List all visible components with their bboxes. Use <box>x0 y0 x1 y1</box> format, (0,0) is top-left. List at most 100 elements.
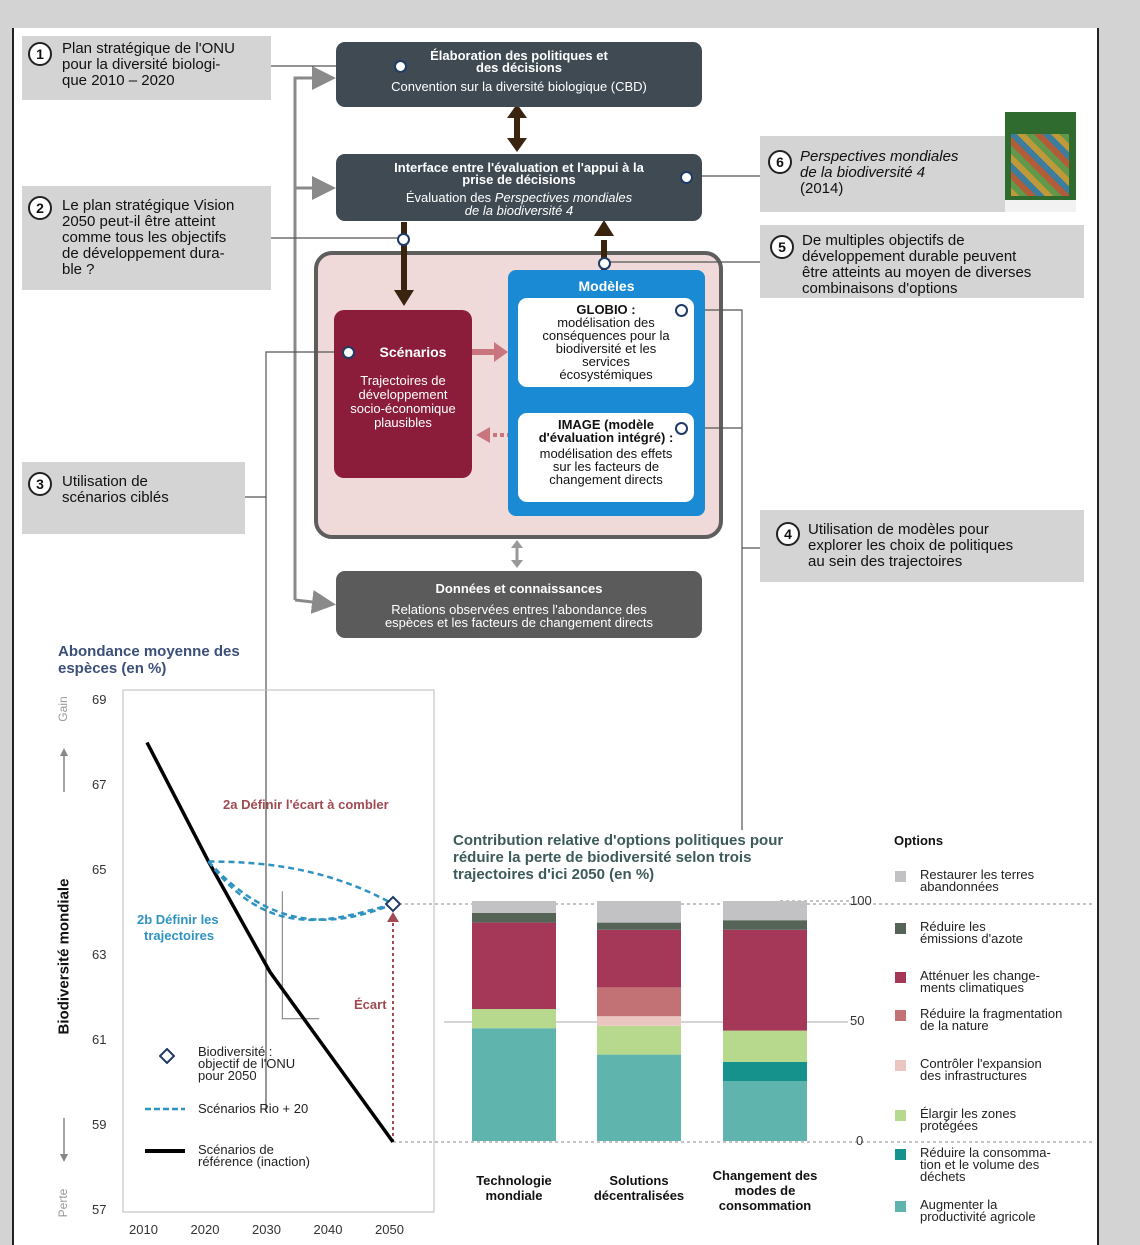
y-tick-label: 67 <box>92 777 107 792</box>
connector-dot <box>394 60 407 73</box>
interface-subtitle-italic: Perspectives mondiales <box>494 190 633 205</box>
bar-category-text: mondiale <box>485 1188 543 1203</box>
gap-arrow-head <box>387 912 399 922</box>
image-model-box: IMAGE (modèle d'évaluation intégré) : mo… <box>518 413 694 502</box>
legend-text: abandonnées <box>920 879 999 894</box>
bar-segment <box>723 920 807 930</box>
legend-item: Réduire la consomma-tion et le volume de… <box>920 1145 1051 1183</box>
connector-dot <box>675 304 688 317</box>
callout-4: 4 Utilisation de modèles pour explorer l… <box>760 510 1084 582</box>
x-tick-label: 2050 <box>375 1222 404 1237</box>
x-tick-label: 2010 <box>129 1222 158 1237</box>
bar-y-tick-label: 50 <box>850 1013 865 1028</box>
bar-segment <box>723 1081 807 1141</box>
legend-text: Biodiversité : <box>198 1044 273 1059</box>
legend-text: Augmenter la <box>920 1197 998 1212</box>
bar-category-text: Technologie <box>476 1173 552 1188</box>
bar-category-text: Solutions <box>609 1173 669 1188</box>
legend-text: productivité agricole <box>920 1209 1036 1224</box>
bar-category-text: modes de <box>734 1183 796 1198</box>
connector-dot <box>598 257 611 270</box>
data-text: Relations observées entres l'abondance d… <box>391 602 647 617</box>
callout-text: scénarios ciblés <box>62 489 169 506</box>
bar-segment <box>597 1025 681 1055</box>
legend-text: protégées <box>920 1118 978 1133</box>
bar-chart-title-line3: trajectoires d'ici 2050 (en %) <box>453 866 655 883</box>
legend-text: pour 2050 <box>198 1068 257 1083</box>
legend-text: objectif de l'ONU <box>198 1056 296 1071</box>
callout-text: Utilisation de <box>62 473 148 490</box>
image-text: sur les facteurs de <box>552 459 660 474</box>
callout-text: comme tous les objectifs <box>62 229 227 246</box>
scenarios-title: Scénarios <box>379 344 447 360</box>
reference-scenario-line <box>145 741 395 1144</box>
bar-category-text: décentralisées <box>593 1188 685 1203</box>
policy-box: Élaboration des politiques et des décisi… <box>336 42 702 107</box>
line-chart-title-line1: Abondance moyenne des <box>58 643 240 660</box>
image-text: changement directs <box>549 472 663 487</box>
scenarios-text: développement <box>358 387 448 402</box>
legend-swatch <box>895 1201 906 1212</box>
globio-box: GLOBIO : modélisation des conséquences p… <box>518 298 694 387</box>
y-tick-label: 63 <box>92 947 107 962</box>
legend-text: Scénarios Rio + 20 <box>198 1101 309 1116</box>
bar-chart-title-line1: Contribution relative d'options politiqu… <box>453 832 784 849</box>
bar-segment <box>472 901 556 913</box>
legend-text: Réduire la consomma- <box>920 1145 1051 1160</box>
legend-swatch <box>895 1060 906 1071</box>
interface-subtitle: Évaluation des <box>405 190 495 205</box>
globio-text: écosystémiques <box>559 367 653 382</box>
bar-segment <box>597 922 681 930</box>
callout-text: Utilisation de modèles pour <box>808 521 989 538</box>
callout-number: 6 <box>768 150 792 174</box>
bar-segment <box>472 1028 556 1141</box>
interface-title-line1: Interface entre l'évaluation et l'appui … <box>394 160 644 175</box>
rio20-scenario-line <box>208 860 394 906</box>
globio-text: biodiversité et les <box>555 341 657 356</box>
legend-swatch <box>895 1110 906 1121</box>
annotation-trajectories-line2: trajectoires <box>144 928 215 943</box>
callout-text: développement durable peuvent <box>802 248 1017 265</box>
y-tick-label: 59 <box>92 1117 107 1132</box>
x-tick-label: 2030 <box>252 1222 281 1237</box>
callout-text: Perspectives mondiales <box>800 148 959 165</box>
target-point <box>384 895 402 913</box>
callout-number: 5 <box>770 235 794 259</box>
legend-text: Contrôler l'expansion <box>920 1056 1042 1071</box>
bar-segment <box>723 901 807 921</box>
legend-text: tion et le volume des <box>920 1157 1040 1172</box>
scenarios-text: socio-économique <box>350 401 456 416</box>
y-tick-label: 65 <box>92 862 107 877</box>
bar-segment <box>597 929 681 988</box>
interface-subtitle-italic-2: de la biodiversité 4 <box>464 203 574 218</box>
data-title: Données et connaissances <box>435 581 603 596</box>
callout-text: au sein des trajectoires <box>808 553 963 570</box>
bar-y-tick-label: 100 <box>850 893 872 908</box>
interface-box: Interface entre l'évaluation et l'appui … <box>336 154 702 221</box>
dashed-line-icon <box>145 1107 185 1111</box>
bar-category-text: consommation <box>718 1198 812 1213</box>
legend-text: Scénarios de <box>198 1142 274 1157</box>
callout-text: pour la diversité biologi- <box>62 56 221 73</box>
policy-subtitle: Convention sur la diversité biologique (… <box>391 79 647 94</box>
data-text: espèces et les facteurs de changement di… <box>384 615 654 630</box>
image-title-line1: IMAGE (modèle <box>557 417 655 432</box>
scenarios-box: Scénarios Trajectoires de développement … <box>334 310 472 478</box>
bar-segment <box>723 929 807 1031</box>
callout-number: 3 <box>28 472 52 496</box>
legend-text: Atténuer les change- <box>920 968 1040 983</box>
callout-text: Plan stratégique de l'ONU <box>62 40 235 57</box>
scenarios-text: Trajectoires de <box>360 373 446 388</box>
legend-text: Restaurer les terres <box>920 867 1035 882</box>
callout-text: explorer les choix de politiques <box>808 537 1014 554</box>
callout-number: 1 <box>28 42 52 66</box>
x-tick-label: 2020 <box>190 1222 220 1237</box>
connector-dot <box>397 233 410 246</box>
